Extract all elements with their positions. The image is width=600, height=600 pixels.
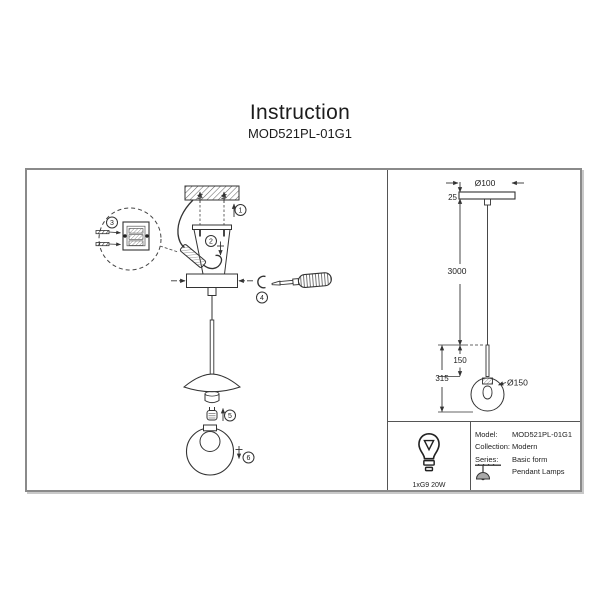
canopy-base	[186, 273, 238, 296]
retaining-clip	[257, 275, 266, 289]
callout-5: 5	[220, 407, 236, 422]
ceiling-mount	[184, 185, 240, 227]
supply-wire	[177, 199, 223, 270]
screwdriver-icon	[271, 272, 332, 289]
spec-label: Model:	[475, 430, 498, 439]
spec-cell-divider	[470, 422, 471, 490]
spec-label: Series:	[475, 454, 499, 464]
svg-text:5: 5	[228, 413, 232, 420]
wiring-detail-circle: 3	[95, 207, 162, 271]
panel-divider-horizontal	[387, 421, 580, 422]
dim-shade-diameter: Ø150	[507, 378, 528, 388]
dim-canopy-diameter: Ø100	[475, 178, 496, 188]
pendant-lamp-icon	[475, 463, 512, 485]
assembly-diagram: 1 2	[95, 185, 332, 476]
diagram-frame: 1 2	[25, 168, 582, 492]
dim-canopy-height: 25	[448, 193, 457, 202]
svg-text:3: 3	[110, 220, 114, 227]
bulb-spec-cell: 1xG9 20W	[388, 423, 470, 489]
suspension-rod	[209, 319, 215, 381]
spec-table: Model: MOD521PL-01G1 Collection: Modern …	[475, 430, 578, 489]
terminal-block	[122, 221, 150, 251]
dim-rod-length: 150	[453, 356, 467, 365]
svg-text:6: 6	[247, 455, 251, 462]
lamp-socket	[204, 391, 220, 404]
dim-suspension-length: 3000	[448, 266, 467, 276]
bulb-spec: 1xG9 20W	[412, 482, 446, 489]
spec-value: Basic form	[512, 454, 548, 464]
screw-icon	[217, 241, 224, 256]
svg-text:2: 2	[209, 239, 213, 246]
dim-lamp-height: 315	[435, 374, 449, 383]
svg-text:4: 4	[260, 295, 264, 302]
wire-end	[95, 242, 121, 247]
bulb-icon	[418, 433, 440, 472]
screw-icon	[235, 446, 243, 460]
canopy-bracket	[192, 224, 232, 275]
wire-end	[95, 230, 121, 235]
callout-3: 3	[106, 216, 118, 229]
spec-row-collection: Collection: Modern	[475, 442, 578, 451]
panel-divider-vertical	[387, 170, 388, 490]
spec-label: Collection:	[475, 442, 511, 452]
model-number: MOD521PL-01G1	[247, 126, 353, 141]
spec-value: MOD521PL-01G1	[512, 430, 573, 439]
spec-value: Modern	[512, 442, 538, 452]
page-title: Instruction	[249, 101, 351, 124]
spec-value: Pendant Lamps	[512, 467, 565, 477]
dimension-drawing: Ø100 25 3000 150 315 Ø150	[435, 178, 528, 413]
detail-leader	[159, 245, 179, 253]
spec-row-type: Pendant Lamps	[475, 463, 578, 485]
callout-2: 2	[205, 235, 224, 256]
callout-4: 4	[256, 291, 268, 304]
svg-text:1: 1	[239, 208, 243, 215]
glass-globe	[185, 424, 235, 476]
g9-bulb	[206, 407, 218, 421]
spec-row-series: Series: Basic form	[475, 455, 578, 464]
spec-row-model: Model: MOD521PL-01G1	[475, 430, 578, 439]
callout-6: 6	[235, 446, 255, 464]
shade-holder	[182, 373, 242, 393]
callout-1: 1	[231, 203, 247, 217]
